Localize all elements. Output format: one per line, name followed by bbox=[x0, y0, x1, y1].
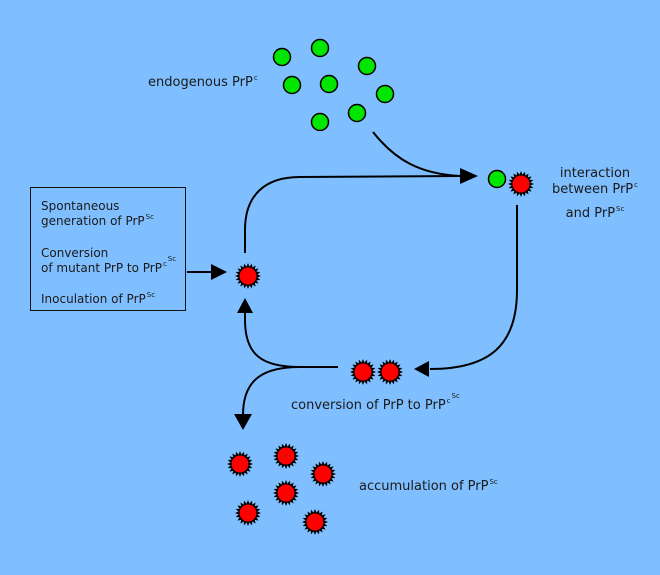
conversion-prpsc-molecule-2 bbox=[377, 359, 403, 385]
arrow-seed-to-interaction bbox=[244, 175, 463, 253]
arrowhead-right-interaction bbox=[460, 168, 478, 184]
interaction-prpsc-molecule bbox=[508, 171, 534, 197]
accumulated-prpsc-molecule-4 bbox=[273, 480, 299, 506]
arrow-conversion-to-accumulation bbox=[242, 366, 301, 416]
prpc-molecule-8 bbox=[310, 112, 330, 132]
accumulated-prpsc-molecule-3 bbox=[310, 461, 336, 487]
accumulated-prpsc-molecule-5 bbox=[235, 500, 261, 526]
prpc-molecule-1 bbox=[272, 47, 292, 67]
label-interaction-line1: interaction bbox=[559, 166, 631, 181]
accumulated-prpsc-molecule-3-core bbox=[314, 465, 332, 483]
conversion-prpsc-molecule-2-core bbox=[381, 363, 399, 381]
source-mutant-line2: of mutant PrP to PrPcSc bbox=[41, 255, 177, 275]
arrowhead-left-conversion bbox=[414, 361, 429, 377]
arrowhead-up-seed bbox=[237, 298, 253, 313]
accumulated-prpsc-molecule-1 bbox=[227, 451, 253, 477]
accumulated-prpsc-molecule-2 bbox=[273, 443, 299, 469]
arrow-endogenous-to-interaction bbox=[372, 131, 461, 177]
source-spontaneous-line2: generation of PrPSc bbox=[41, 213, 154, 228]
interaction-prpc-molecule bbox=[487, 169, 507, 189]
prpc-molecule-6 bbox=[375, 84, 395, 104]
accumulated-prpsc-molecule-6-core bbox=[306, 513, 324, 531]
label-interaction-line3: and PrPSc bbox=[565, 205, 625, 221]
accumulated-prpsc-molecule-1-core bbox=[231, 455, 249, 473]
seed-prpsc-molecule-core bbox=[239, 267, 257, 285]
prpc-molecule-4 bbox=[282, 75, 302, 95]
arrow-interaction-to-conversion bbox=[429, 205, 518, 370]
source-inoculation: Inoculation of PrPSc bbox=[41, 291, 156, 306]
accumulated-prpsc-molecule-2-core bbox=[277, 447, 295, 465]
source-mutant-line1: Conversion bbox=[41, 246, 109, 260]
conversion-prpsc-molecule-1-core bbox=[354, 363, 372, 381]
arrowhead-right-seed bbox=[211, 264, 227, 280]
accumulated-prpsc-molecule-5-core bbox=[239, 504, 257, 522]
prpc-molecule-7 bbox=[347, 103, 367, 123]
conversion-prpsc-molecule-1 bbox=[350, 359, 376, 385]
label-endogenous: endogenous PrPc bbox=[148, 74, 258, 90]
label-conversion: conversion of PrP to PrPcSc bbox=[291, 392, 460, 413]
source-spontaneous-line1: Spontaneous bbox=[41, 199, 120, 213]
prpc-molecule-5 bbox=[319, 74, 339, 94]
label-accumulation: accumulation of PrPSc bbox=[359, 478, 498, 494]
seed-prpsc-molecule bbox=[235, 263, 261, 289]
prpc-molecule-3 bbox=[357, 56, 377, 76]
label-interaction-line2: between PrPc bbox=[551, 181, 638, 197]
accumulated-prpsc-molecule-4-core bbox=[277, 484, 295, 502]
interaction-prpsc-molecule-core bbox=[512, 175, 530, 193]
accumulated-prpsc-molecule-6 bbox=[302, 509, 328, 535]
arrow-conversion-to-seed bbox=[244, 312, 338, 368]
prpsc-sources-box: Spontaneous generation of PrPSc Conversi… bbox=[30, 187, 186, 311]
prpc-molecule-2 bbox=[310, 38, 330, 58]
arrowhead-down-accumulation bbox=[234, 414, 252, 430]
